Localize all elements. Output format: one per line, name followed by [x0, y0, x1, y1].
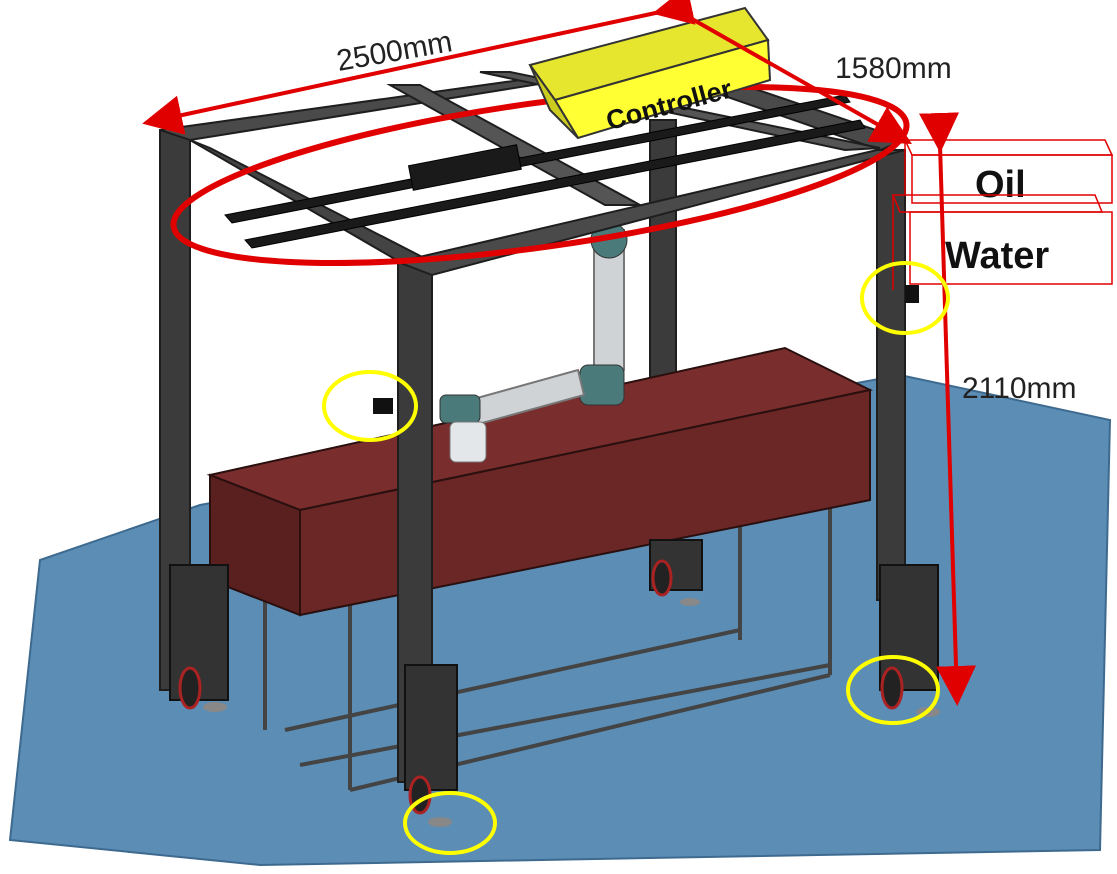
oil-tank: [903, 139, 1114, 204]
height-dimension-arrow: [919, 112, 977, 706]
length-dimension-arrow: [142, 0, 696, 135]
height-dimension-label: 2110mm: [962, 372, 1077, 405]
highlight-circles: [322, 261, 950, 855]
sensor-highlight-left: [322, 370, 418, 442]
wheel-highlight-right: [846, 655, 940, 725]
sensor-highlight-right: [860, 261, 950, 335]
sensors: [373, 285, 919, 414]
oil-label: Oil: [975, 164, 1026, 206]
wheel-highlight-front: [403, 791, 497, 855]
width-dimension-arrow: [684, 13, 912, 144]
water-tank: [891, 194, 1113, 290]
work-table: [206, 346, 874, 617]
width-dimension-label: 1580mm: [835, 52, 952, 85]
robot-arm: [439, 221, 628, 463]
water-label: Water: [945, 235, 1049, 277]
front-right-leg: [876, 149, 906, 601]
